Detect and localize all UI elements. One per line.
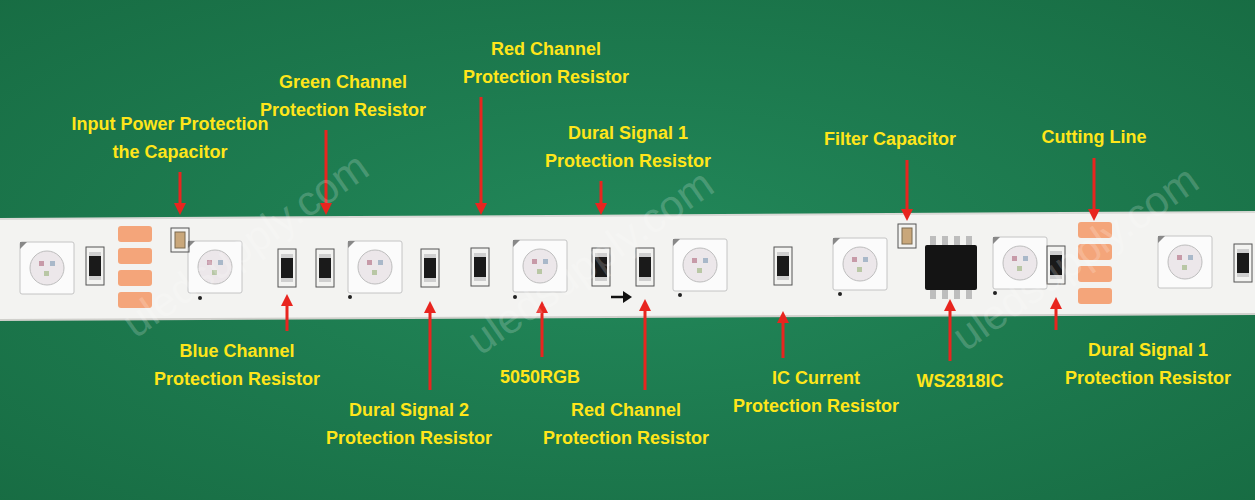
callout-label: WS2818IC bbox=[915, 367, 1004, 395]
callout-label: IC Current Protection Resistor bbox=[732, 364, 900, 420]
callout-label: Dural Signal 1 Protection Resistor bbox=[1064, 336, 1232, 392]
ic-chip bbox=[925, 236, 977, 299]
silkscreen-dot bbox=[198, 291, 997, 300]
callout-label: Red Channel Protection Resistor bbox=[542, 396, 710, 452]
callout-label: Blue Channel Protection Resistor bbox=[153, 337, 321, 393]
callout-label: Cutting Line bbox=[1041, 123, 1148, 151]
callout-label: 5050RGB bbox=[499, 363, 581, 391]
callout-label: Input Power Protection the Capacitor bbox=[64, 110, 275, 166]
direction-arrow bbox=[611, 291, 632, 303]
callout-label: Dural Signal 2 Protection Resistor bbox=[325, 396, 493, 452]
callout-label: Filter Capacitor bbox=[823, 125, 957, 153]
callout-label: Dural Signal 1 Protection Resistor bbox=[544, 119, 712, 175]
callout-label: Red Channel Protection Resistor bbox=[462, 35, 630, 91]
callout-label: Green Channel Protection Resistor bbox=[259, 68, 427, 124]
